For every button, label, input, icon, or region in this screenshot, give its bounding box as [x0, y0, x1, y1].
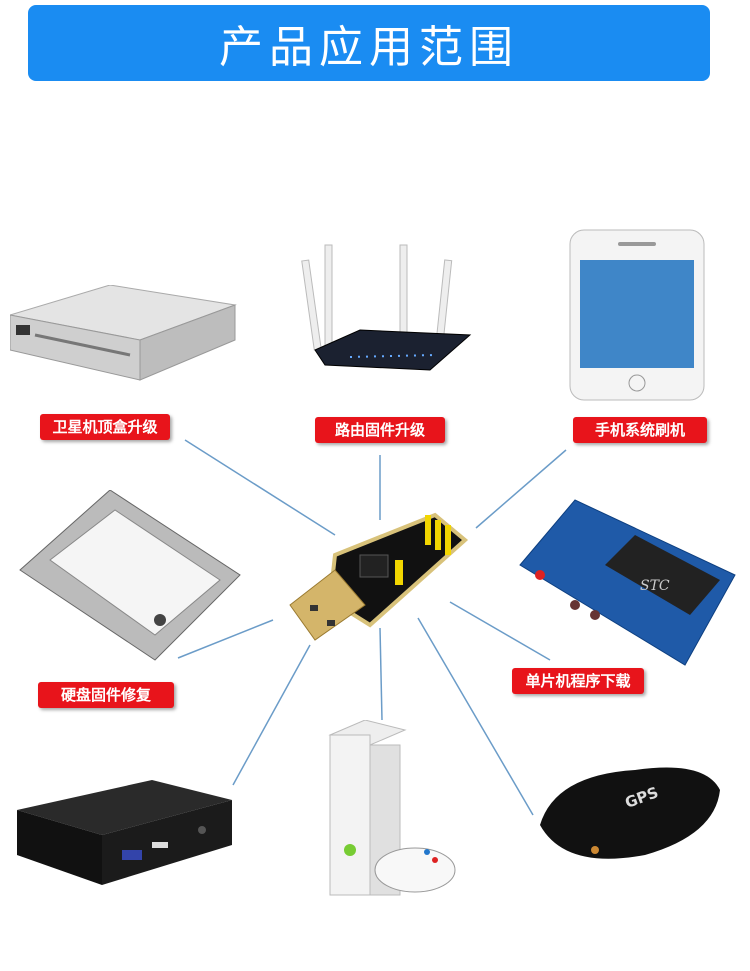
page-title: 产品应用范围	[219, 22, 519, 73]
gps-receiver-image: GPS	[540, 767, 720, 859]
line-mcu	[449, 601, 551, 661]
label-set-top-box-upgrade: 卫星机顶盒升级	[40, 414, 170, 440]
mcu-chip-label: STC	[640, 578, 670, 594]
game-console-image	[328, 720, 456, 896]
label-phone-flashing: 手机系统刷机	[573, 417, 707, 443]
usb-ttl-adapter-image	[289, 512, 469, 641]
line-xbox	[379, 627, 383, 721]
line-gps	[417, 617, 534, 816]
line-hard-disk	[177, 619, 274, 659]
line-phone	[475, 449, 567, 529]
label-mcu-download: 单片机程序下载	[512, 668, 644, 694]
line-set-top-box	[184, 439, 336, 536]
set-top-box-image	[10, 285, 237, 381]
phone-image	[569, 229, 705, 401]
router-image	[301, 244, 472, 371]
label-hard-disk-repair: 硬盘固件修复	[38, 682, 174, 708]
line-mini-pc	[232, 644, 311, 786]
mcu-board-image: STC	[519, 499, 736, 666]
label-router-firmware-upgrade: 路由固件升级	[315, 417, 445, 443]
mini-pc-image	[17, 780, 232, 885]
hard-disk-image	[19, 490, 241, 661]
title-banner: 产品应用范围	[28, 5, 710, 81]
